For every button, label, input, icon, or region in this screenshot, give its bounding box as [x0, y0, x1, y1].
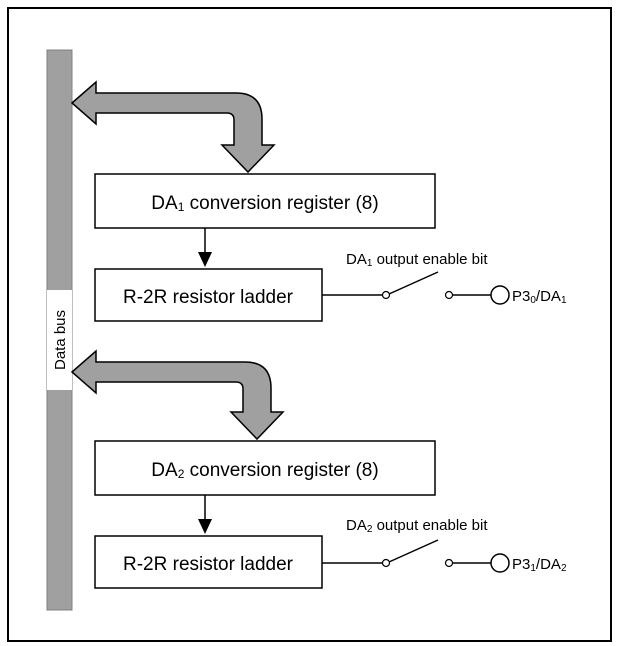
bus-transfer-arrow — [70, 349, 285, 441]
output-pin-icon — [490, 285, 510, 305]
switch-contact-right — [444, 290, 454, 300]
conversion-register-box — [94, 440, 436, 496]
bus-transfer-arrow — [70, 80, 276, 174]
data-bus-label: Data bus — [52, 310, 69, 370]
switch-blade — [388, 539, 439, 563]
r2r-ladder-box — [94, 535, 323, 589]
output-enable-bit-label: DA1 output enable bit — [346, 251, 488, 269]
switch-contact-left — [381, 290, 391, 300]
conversion-register-box — [94, 173, 436, 229]
channel-2: DA2 conversion register (8) R-2R resisto… — [70, 349, 567, 589]
switch-contact-right — [444, 558, 454, 568]
r2r-ladder-label: R-2R resistor ladder — [123, 287, 294, 308]
channel-1: DA1 conversion register (8) R-2R resisto… — [70, 80, 567, 322]
output-pin-label: P30/DA1 — [512, 288, 567, 306]
output-pin-label: P31/DA2 — [512, 556, 567, 574]
conversion-register-label: DA1 conversion register (8) — [151, 193, 378, 214]
arrow-head-icon — [198, 519, 212, 534]
output-pin-icon — [490, 553, 510, 573]
switch-contact-left — [381, 558, 391, 568]
switch-blade — [388, 271, 439, 295]
data-bus-label-bg — [47, 290, 72, 390]
output-enable-bit-label: DA2 output enable bit — [346, 517, 488, 535]
arrow-head-icon — [198, 252, 212, 267]
outer-frame — [7, 7, 612, 642]
r2r-ladder-label: R-2R resistor ladder — [123, 554, 294, 575]
conversion-register-label: DA2 conversion register (8) — [151, 460, 378, 481]
